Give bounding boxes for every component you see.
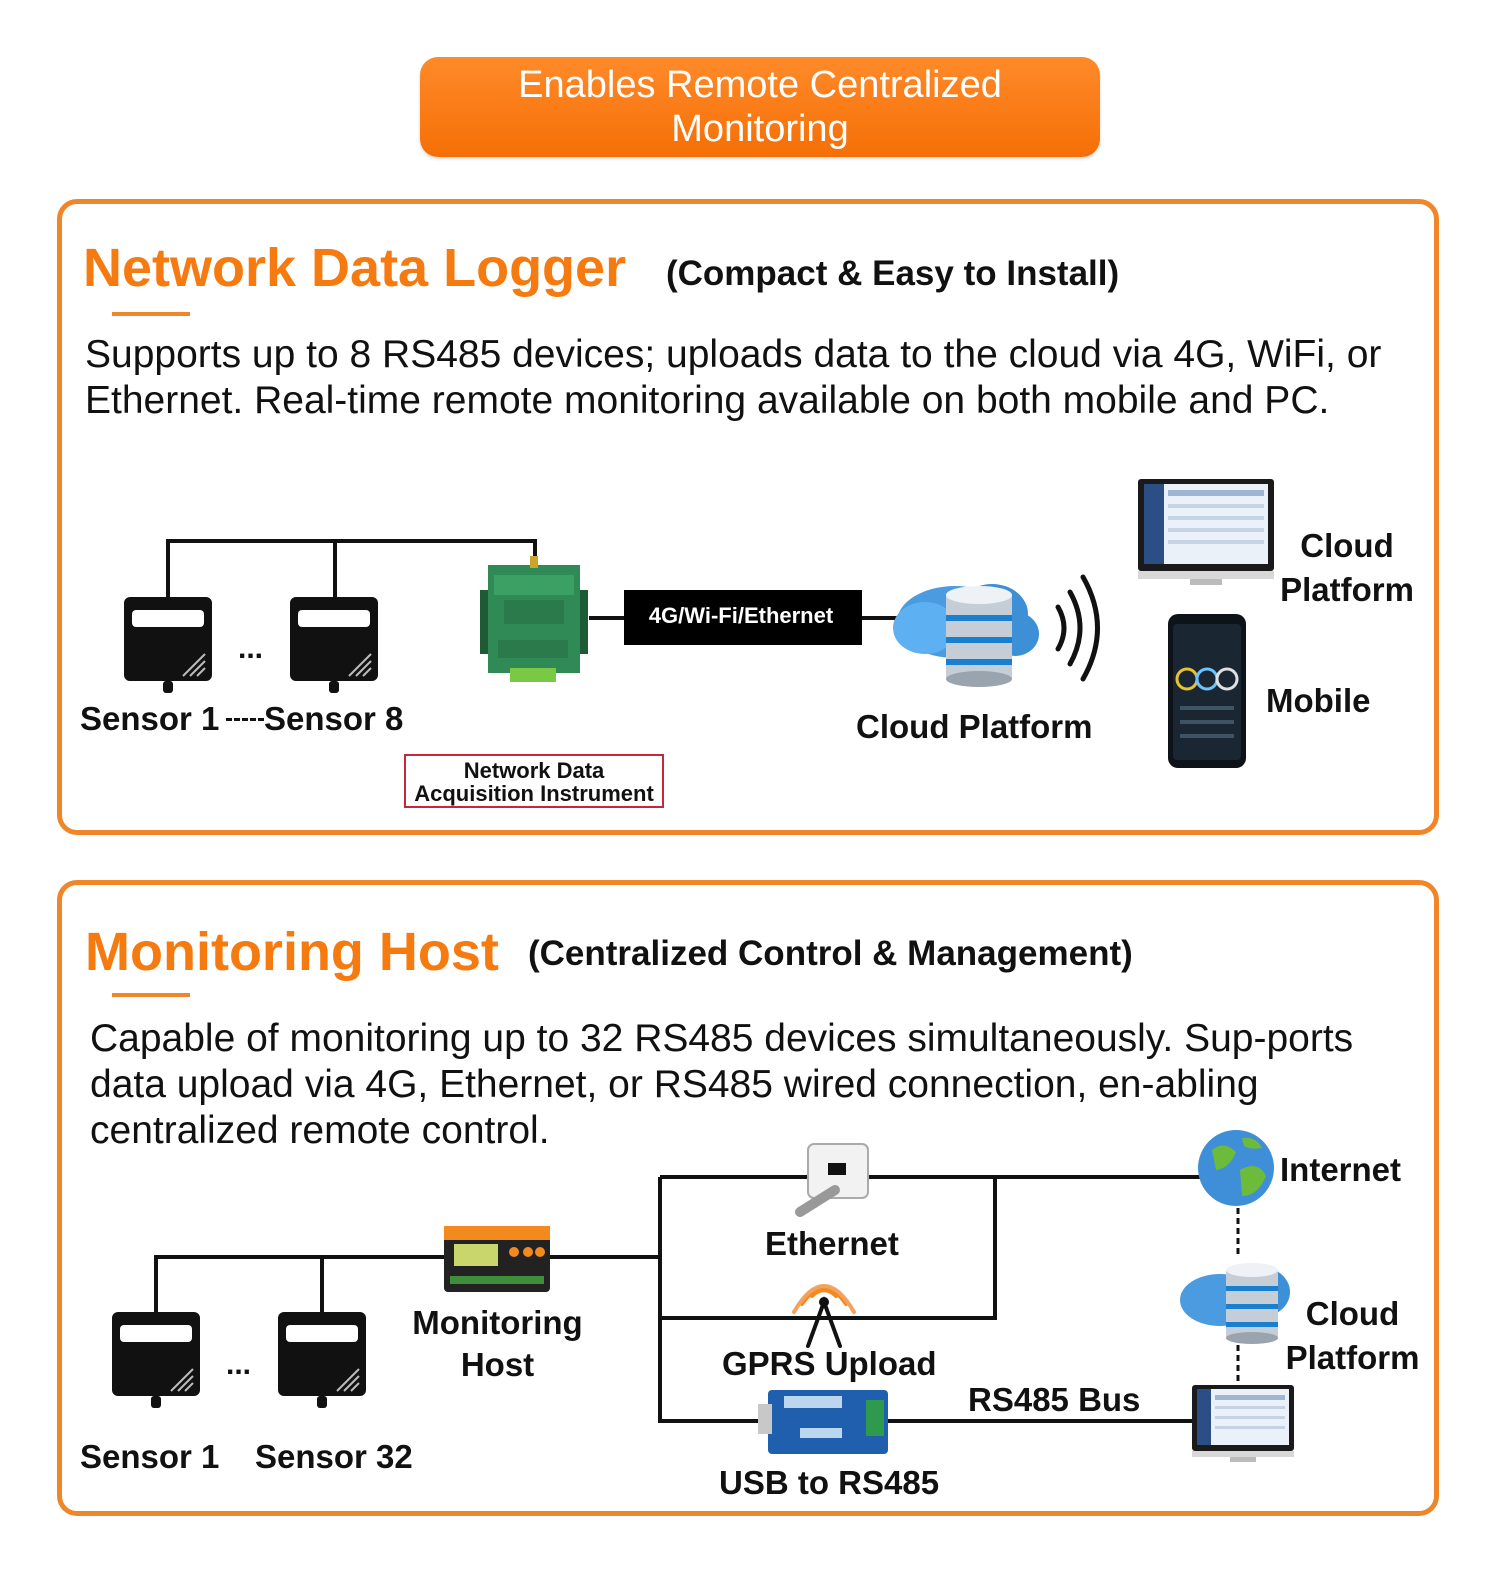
monitoring-host-device-icon xyxy=(444,1226,550,1292)
logger-title-rule xyxy=(112,312,190,316)
logger-ellipsis: ... xyxy=(238,632,264,665)
sensor-bus-wire xyxy=(166,539,537,598)
host-panel xyxy=(57,880,1439,1516)
link-label-box xyxy=(624,590,862,645)
sensor-1-icon xyxy=(124,597,212,693)
host-sensor-1-icon xyxy=(112,1312,200,1408)
header-banner: Enables Remote Centralized Monitoring xyxy=(420,57,1100,157)
host-cloud-platform-label: Cloud Platform xyxy=(1285,1295,1420,1376)
mobile-phone-icon xyxy=(1168,614,1246,768)
host-cloud-database-icon xyxy=(1180,1263,1290,1344)
host-sensor-32-icon xyxy=(278,1312,366,1408)
pc-monitor-icon xyxy=(1138,479,1274,585)
host-diagram xyxy=(112,1130,1294,1462)
monitoring-host-label: Monitoring Host xyxy=(412,1304,583,1383)
sensor-connector-dashes xyxy=(226,718,264,721)
gprs-upload-label: GPRS Upload xyxy=(722,1345,937,1382)
internet-label: Internet xyxy=(1280,1151,1402,1188)
host-pc-monitor-icon xyxy=(1192,1385,1294,1462)
banner-text: Enables Remote Centralized Monitoring xyxy=(518,64,1002,150)
usb-rs485-converter-icon xyxy=(758,1390,888,1454)
host-subtitle: (Centralized Control & Management) xyxy=(528,934,1133,973)
host-title: Monitoring Host xyxy=(85,922,499,982)
instrument-label: Network Data Acquisition Instrument xyxy=(404,754,664,808)
data-logger-device-icon xyxy=(480,556,588,682)
link-label: 4G/Wi-Fi/Ethernet xyxy=(648,603,834,628)
host-sensor-32-label: Sensor 32 xyxy=(255,1438,413,1475)
logger-diagram xyxy=(124,479,1274,768)
wireless-signal-icon xyxy=(1055,574,1100,682)
usb-rs485-label: USB to RS485 xyxy=(719,1464,940,1501)
cloud-database-icon xyxy=(893,584,1039,687)
logger-description: Supports up to 8 RS485 devices; uploads … xyxy=(85,333,1382,422)
host-description: Capable of monitoring up to 32 RS485 dev… xyxy=(90,1017,1354,1152)
pc-cloud-platform-label: Cloud Platform xyxy=(1280,527,1414,608)
sensor-8-label: Sensor 8 xyxy=(264,700,404,737)
host-title-rule xyxy=(112,993,190,997)
mobile-label: Mobile xyxy=(1266,682,1371,719)
gprs-antenna-icon xyxy=(792,1284,856,1348)
sensor-8-icon xyxy=(290,597,378,693)
sensor-1-label: Sensor 1 xyxy=(80,700,220,737)
host-network-wires xyxy=(658,1175,1200,1423)
rs485-bus-label: RS485 Bus xyxy=(968,1381,1141,1418)
ethernet-port-icon xyxy=(795,1143,869,1217)
logger-panel xyxy=(57,199,1439,835)
ethernet-label: Ethernet xyxy=(765,1225,899,1262)
host-ellipsis: ... xyxy=(226,1348,252,1381)
host-sensor-1-label: Sensor 1 xyxy=(80,1438,220,1475)
internet-globe-icon xyxy=(1198,1130,1274,1206)
cloud-platform-label: Cloud Platform xyxy=(856,708,1093,745)
logger-subtitle: (Compact & Easy to Install) xyxy=(666,254,1120,293)
logger-title: Network Data Logger xyxy=(83,238,627,298)
